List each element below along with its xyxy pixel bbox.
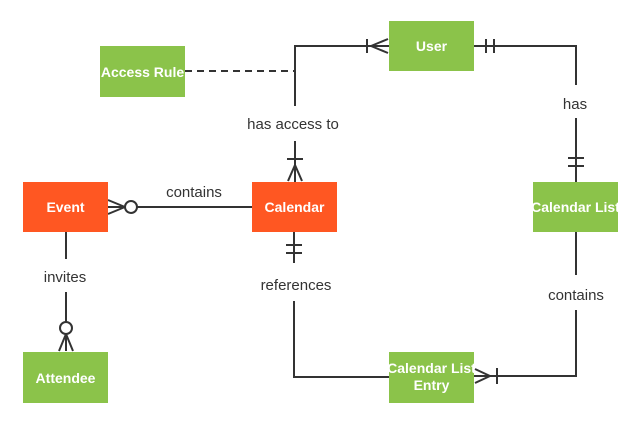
entity-calendar-list-entry: Calendar List Entry — [387, 352, 476, 403]
crowfoot-many-icon — [58, 333, 74, 352]
edge-event-contains-calendar — [107, 199, 252, 215]
connector-line — [293, 301, 389, 378]
cardinality-zero-circle-icon — [59, 321, 73, 335]
edge-label-contains-calendar-list: contains — [548, 287, 604, 304]
edge-user-has-calendar-list — [474, 39, 584, 182]
edge-labels-layer: contains has access to has contains refe… — [44, 96, 604, 304]
cardinality-one-and-only-one-icon — [568, 157, 584, 167]
entity-access-rule-label: Access Rule — [101, 64, 184, 80]
entity-attendee-box[interactable] — [23, 352, 108, 403]
crowfoot-many-icon — [287, 164, 303, 182]
entity-calendar-list: Calendar List — [531, 182, 620, 232]
entity-user-label: User — [416, 38, 448, 54]
entity-calendar-list-entry-box[interactable] — [389, 352, 474, 403]
edge-label-has-access-to: has access to — [247, 116, 339, 133]
edge-calendar-list-contains-entry — [474, 232, 577, 384]
entity-user: User — [389, 21, 474, 71]
crowfoot-many-icon — [370, 38, 389, 54]
entity-calendar-list-entry-label-line2: Entry — [414, 377, 450, 393]
crowfoot-many-icon — [474, 368, 491, 384]
entity-calendar-list-entry-label-line1: Calendar List — [387, 360, 476, 376]
cardinality-one-and-only-one-icon — [485, 39, 495, 53]
entity-event-label: Event — [46, 199, 84, 215]
entity-calendar: Calendar — [252, 182, 337, 232]
entity-calendar-label: Calendar — [265, 199, 325, 215]
entity-calendar-box[interactable] — [252, 182, 337, 232]
entity-user-box[interactable] — [389, 21, 474, 71]
edge-label-references: references — [261, 277, 332, 294]
connector-line — [474, 45, 577, 85]
edge-event-invites-attendee — [58, 232, 74, 352]
edge-label-has: has — [563, 96, 587, 113]
entity-event-box[interactable] — [23, 182, 108, 232]
cardinality-zero-circle-icon — [124, 200, 138, 214]
connector-line — [294, 45, 389, 106]
entity-calendar-list-box[interactable] — [533, 182, 618, 232]
entity-access-rule: Access Rule — [100, 46, 185, 97]
crowfoot-many-icon — [107, 199, 126, 215]
edge-label-contains-event-calendar: contains — [166, 184, 222, 201]
edges-layer — [58, 38, 584, 384]
edge-calendar-has-access-to-user — [287, 38, 389, 182]
entity-event: Event — [23, 182, 108, 232]
entity-access-rule-box[interactable] — [100, 46, 185, 97]
connector-line — [474, 310, 577, 377]
entity-attendee: Attendee — [23, 352, 108, 403]
edge-label-invites: invites — [44, 269, 87, 286]
edge-calendar-references-entry — [286, 232, 389, 378]
entity-calendar-list-label: Calendar List — [531, 199, 620, 215]
entity-attendee-label: Attendee — [36, 370, 96, 386]
cardinality-one-and-only-one-icon — [286, 244, 302, 254]
entities-layer: Access Rule User Event Calendar Calendar… — [23, 21, 620, 403]
